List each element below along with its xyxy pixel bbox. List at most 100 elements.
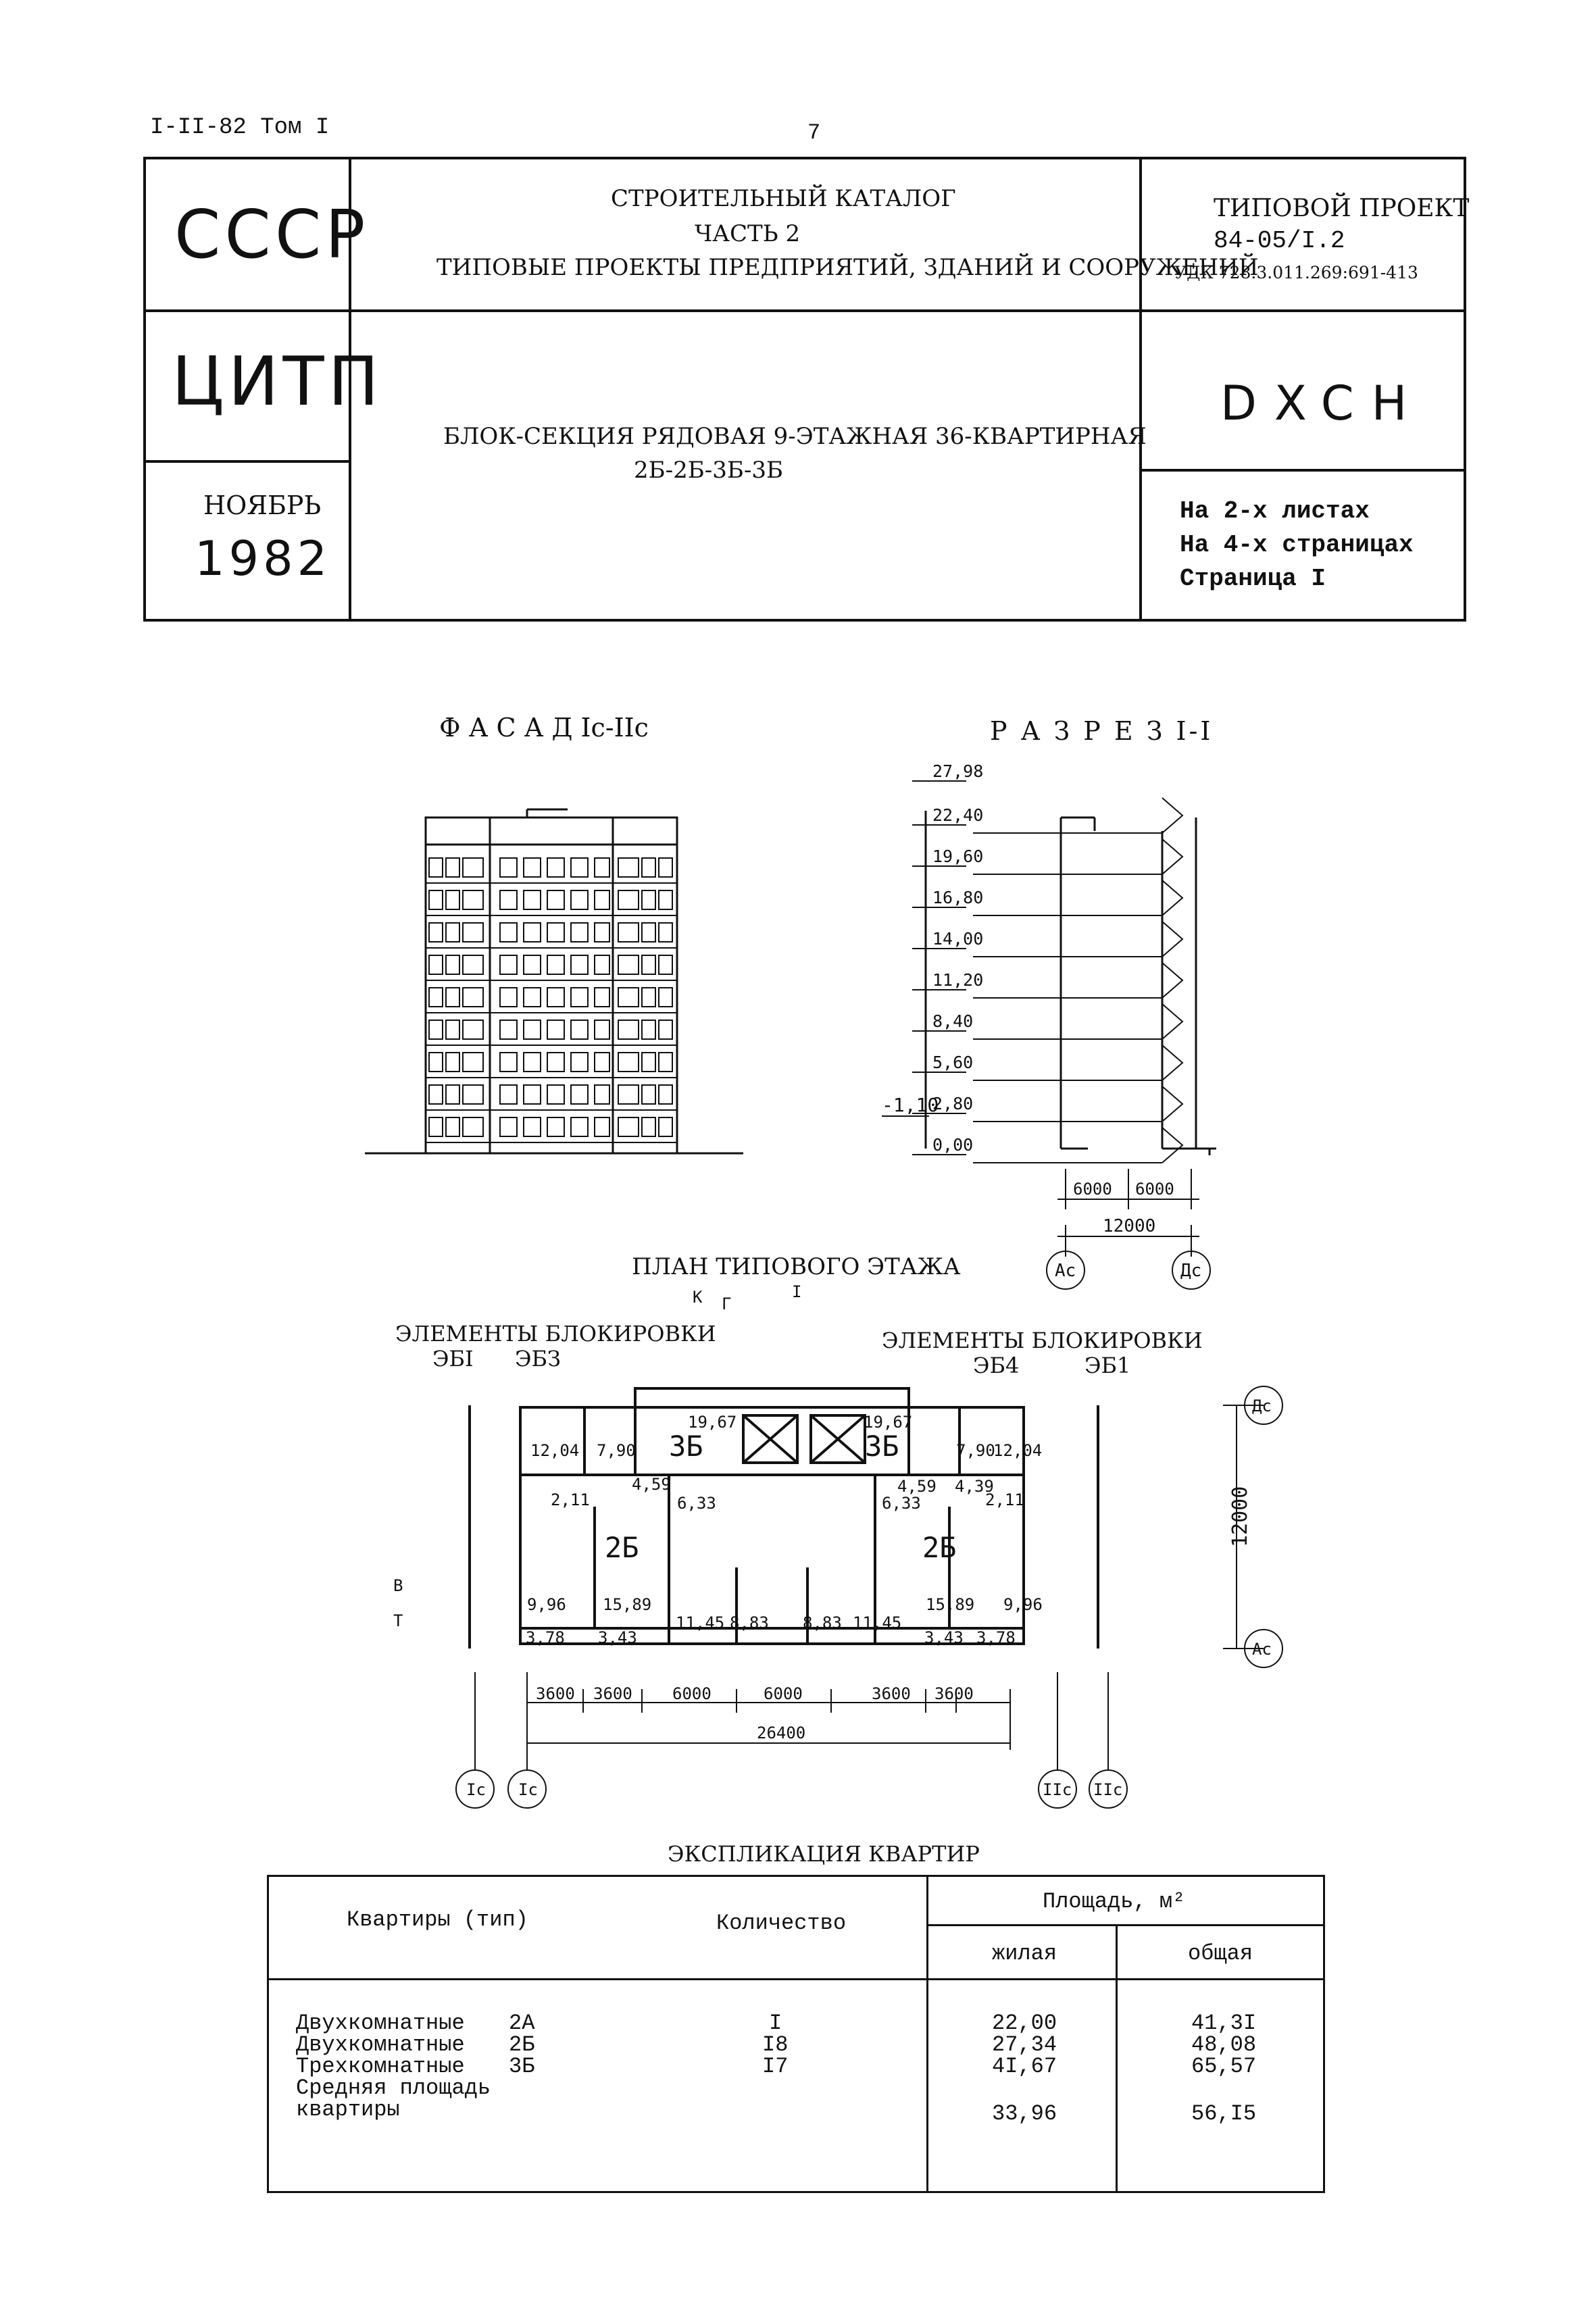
row-2-living: 27,34	[992, 2032, 1057, 2057]
facade-window	[462, 922, 484, 942]
facade-window	[445, 1020, 460, 1040]
section-stair	[1162, 1045, 1184, 1081]
section-dim-1: 6000	[1073, 1180, 1112, 1199]
plan-depth: 12000	[1228, 1486, 1252, 1547]
facade-window	[594, 1084, 610, 1105]
block-left-code-1: ЭБI	[432, 1346, 474, 1372]
section-stair	[1162, 880, 1184, 916]
facade-window	[547, 987, 565, 1007]
facade-window	[641, 1052, 656, 1072]
section-stair	[1162, 962, 1184, 999]
facade-window	[618, 1052, 639, 1072]
row-3-living: 4I,67	[992, 2054, 1057, 2079]
block-right-label: ЭЛЕМЕНТЫ БЛОКИРОВКИ	[882, 1328, 1203, 1353]
explication-table: Квартиры (тип) Количество Площадь, м² жи…	[267, 1875, 1325, 2193]
facade-window	[618, 1117, 639, 1137]
page-number: 7	[807, 120, 821, 145]
facade-window	[428, 857, 443, 878]
area-bottom-2: 15,89	[603, 1595, 651, 1614]
udc-code: УДК 728.3.011.269:691-413	[1174, 263, 1418, 282]
area-top-6: 12,04	[993, 1441, 1042, 1460]
facade-window	[445, 1052, 460, 1072]
catalog-line-3: ТИПОВЫЕ ПРОЕКТЫ ПРЕДПРИЯТИЙ, ЗДАНИЙ И СО…	[437, 254, 1259, 281]
facade-window	[570, 955, 589, 975]
area-top-2: 7,90	[597, 1441, 636, 1460]
area-top-3: 19,67	[688, 1413, 737, 1432]
facade-window	[462, 1117, 484, 1137]
row-2-type: 2Б	[509, 2032, 535, 2057]
plan-axis-d: Дс	[1252, 1397, 1272, 1415]
page-index: Страница I	[1180, 565, 1326, 593]
facade-window	[594, 1117, 610, 1137]
section-dim-2: 6000	[1135, 1180, 1174, 1199]
facade-window	[428, 987, 443, 1007]
area-bottom-1: 9,96	[527, 1595, 566, 1614]
section-level-label: 16,80	[932, 888, 983, 907]
col-type-header: Квартиры (тип)	[347, 1907, 528, 1932]
facade-window	[641, 890, 656, 910]
section-stair	[1162, 921, 1184, 957]
floor-plan: 12,04 7,90 19,67 19,67 7,90 12,04 4,59 4…	[393, 1284, 1283, 1809]
facade-window	[570, 922, 589, 942]
catalog-line-1: СТРОИТЕЛЬНЫЙ КАТАЛОГ	[611, 185, 956, 212]
section-title: Р А З Р Е З I-I	[990, 716, 1214, 746]
facade-window	[570, 1084, 589, 1105]
facade-window	[523, 1117, 541, 1137]
mark-k: К	[693, 1288, 703, 1307]
col-count-header: Количество	[716, 1911, 847, 1936]
facade-window	[523, 1084, 541, 1105]
row-2-total: 48,08	[1191, 2032, 1257, 2057]
plan-axis-a: Ас	[1252, 1640, 1272, 1659]
facade-window	[445, 1084, 460, 1105]
facade-window	[445, 1117, 460, 1137]
facade-window	[462, 1020, 484, 1040]
row-1-living: 22,00	[992, 2011, 1057, 2036]
section-dim-total: 12000	[1103, 1216, 1155, 1236]
facade-window	[641, 1117, 656, 1137]
facade-window	[658, 987, 673, 1007]
area-bottom-8: 9,96	[1003, 1595, 1043, 1614]
facade-window	[658, 922, 673, 942]
row-2-name: Двухкомнатные	[296, 2032, 465, 2057]
facade-window	[658, 1020, 673, 1040]
row-1-count: I	[769, 2011, 782, 2036]
section-level-label: 27,98	[932, 763, 983, 781]
facade-window	[547, 890, 565, 910]
facade-window	[523, 1020, 541, 1040]
facade-window	[618, 1084, 639, 1105]
col-living-header: жилая	[992, 1941, 1057, 1966]
title-block: СССР ЦИТП НОЯБРЬ 1982 СТРОИТЕЛЬНЫЙ КАТАЛ…	[143, 157, 1469, 622]
facade-window	[462, 1084, 484, 1105]
facade-window	[499, 857, 518, 878]
series-label: I-II-82 Том I	[150, 115, 330, 141]
section-stair	[1162, 1003, 1184, 1040]
catalog-line-2: ЧАСТЬ 2	[695, 220, 801, 247]
facade-window	[499, 1117, 518, 1137]
facade-window	[523, 1052, 541, 1072]
facade-window	[618, 987, 639, 1007]
block-left-label: ЭЛЕМЕНТЫ БЛОКИРОВКИ	[395, 1321, 716, 1347]
section-stair	[1162, 1086, 1184, 1122]
section-stair	[1162, 797, 1184, 834]
apt-type-3: 2Б	[605, 1531, 639, 1564]
plan-dim-4: 6000	[764, 1684, 803, 1703]
facade-window	[445, 890, 460, 910]
block-right-code-1: ЭБ4	[973, 1353, 1020, 1378]
balcony-2: 3,43	[598, 1628, 637, 1647]
facade-window	[547, 1084, 565, 1105]
facade-window	[594, 1052, 610, 1072]
facade-window	[594, 890, 610, 910]
plan-axis-1c-inner: Iс	[518, 1780, 538, 1799]
facade-window	[547, 1020, 565, 1040]
section-level-label: 8,40	[932, 1011, 973, 1031]
area-mid-5: 2,11	[985, 1490, 1024, 1509]
sheets-count: На 2-х листах	[1180, 497, 1370, 525]
section-level-label: 19,60	[932, 847, 983, 866]
facade-window	[641, 987, 656, 1007]
area-bottom-5: 8,83	[803, 1613, 842, 1632]
avg-living: 33,96	[992, 2101, 1057, 2126]
col-area-header: Площадь, м²	[1043, 1889, 1186, 1914]
avg-total: 56,I5	[1191, 2101, 1257, 2126]
plan-dim-5: 3600	[872, 1684, 911, 1703]
area-bottom-3: 11,45	[676, 1613, 724, 1632]
